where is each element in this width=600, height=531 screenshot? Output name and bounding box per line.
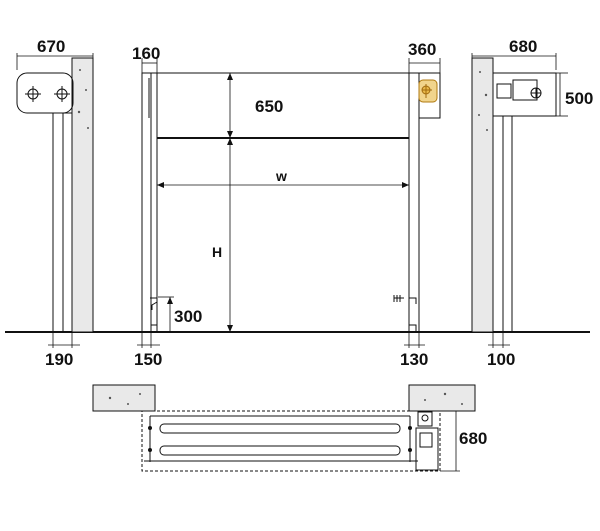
plan-roller-bottom xyxy=(159,445,401,456)
plan-outline xyxy=(141,410,441,472)
plan-right-wall xyxy=(408,384,476,412)
dim-opening-height: H xyxy=(212,244,222,260)
left-header-axle-1 xyxy=(25,86,41,102)
right-motor-icon xyxy=(496,79,542,101)
dim-left-guide-width: 160 xyxy=(132,44,160,63)
left-post-inner xyxy=(62,112,73,333)
right-wall xyxy=(471,57,494,333)
dim-bottom-offset: 300 xyxy=(174,307,202,326)
front-right-guide xyxy=(408,72,420,333)
front-motor xyxy=(418,79,438,103)
front-switch-icon xyxy=(393,295,404,302)
dim-right-header-height: 500 xyxy=(565,89,593,108)
dim-left-guide-depth: 150 xyxy=(134,350,162,369)
left-side-view: 670 190 xyxy=(16,37,94,369)
right-side-view: 680 500 100 xyxy=(471,37,593,369)
right-post xyxy=(492,115,504,333)
left-wall xyxy=(71,57,94,333)
left-post xyxy=(52,112,64,333)
dim-left-header-width: 670 xyxy=(37,37,65,56)
front-view: 650 w H 300 160 3 xyxy=(132,40,441,369)
dim-right-header-width: 680 xyxy=(509,37,537,56)
plan-motor-icon xyxy=(415,411,439,471)
dim-right-wall-depth: 100 xyxy=(487,350,515,369)
plan-left-wall xyxy=(92,384,156,412)
left-header-axle-2 xyxy=(54,86,70,102)
right-header-box xyxy=(492,72,557,117)
dim-right-guide-depth: 130 xyxy=(400,350,428,369)
dim-right-guide-width: 360 xyxy=(408,40,436,59)
left-header-box xyxy=(16,72,74,114)
dim-curtain-height: 650 xyxy=(255,97,283,116)
dim-opening-width: w xyxy=(275,168,287,184)
dim-plan-depth: 680 xyxy=(459,429,487,448)
front-left-guide xyxy=(141,72,152,333)
plan-view: 680 xyxy=(92,384,487,472)
plan-roller-top xyxy=(159,423,401,434)
dim-left-wall-depth: 190 xyxy=(45,350,73,369)
